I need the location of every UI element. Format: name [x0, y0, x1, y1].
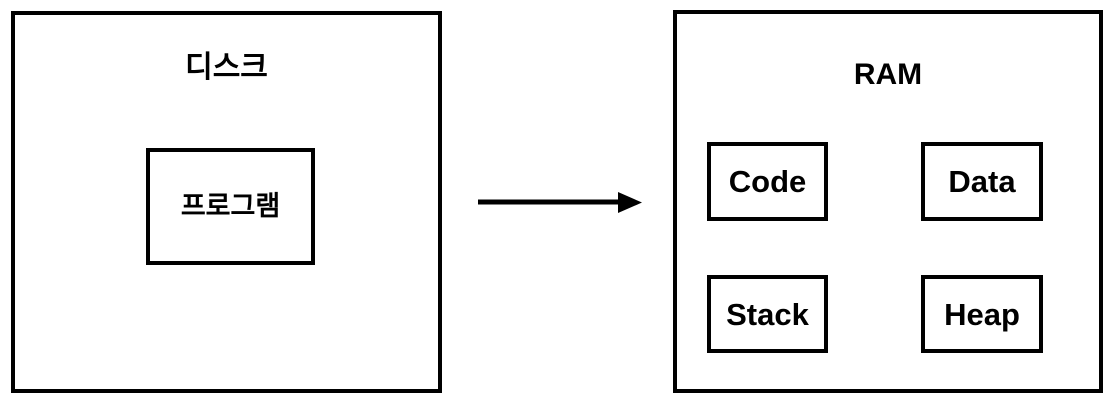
ram-segment-data-label: Data: [948, 164, 1016, 199]
disk-title: 디스크: [185, 51, 268, 84]
disk-container: 디스크 프로그램: [11, 11, 442, 393]
arrow-right-icon: [478, 192, 642, 213]
program-box: 프로그램: [146, 148, 315, 265]
ram-segment-heap: Heap: [921, 275, 1043, 353]
ram-title: RAM: [853, 58, 923, 91]
arrow-head: [618, 192, 642, 213]
ram-segment-stack-label: Stack: [726, 296, 809, 332]
ram-segment-code-label: Code: [728, 164, 807, 199]
ram-segment-stack: Stack: [707, 275, 828, 353]
ram-segment-data: Data: [921, 142, 1043, 221]
ram-container: RAM Code Data Stack Heap: [673, 10, 1103, 393]
ram-segment-heap-label: Heap: [944, 296, 1020, 332]
program-label: 프로그램: [180, 191, 281, 221]
ram-segment-code: Code: [707, 142, 828, 221]
